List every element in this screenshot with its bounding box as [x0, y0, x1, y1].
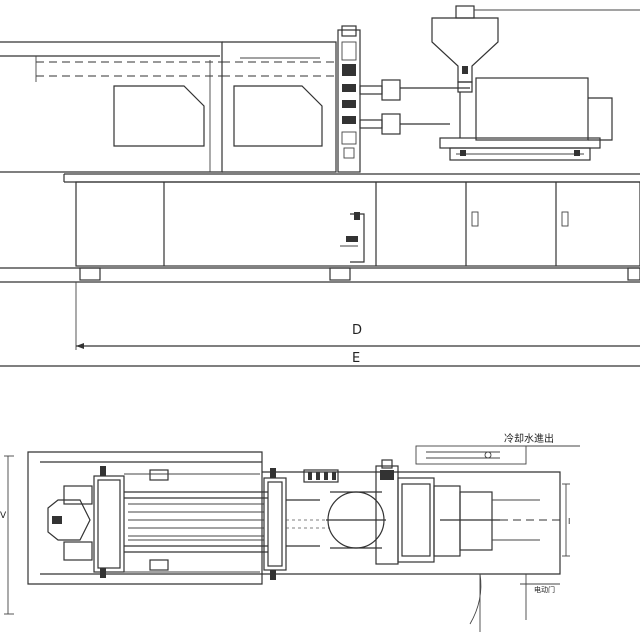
left-dimension-label: V — [0, 511, 7, 521]
dimension-d-label: D — [352, 323, 362, 338]
valve-bank — [303, 469, 339, 483]
hopper-top — [326, 491, 386, 549]
machine-base — [0, 173, 640, 283]
cooling-water-lines: 冷却水進出 — [415, 432, 580, 465]
moving-platen — [263, 468, 330, 580]
top-outline: V — [0, 451, 561, 615]
bottom-note-label: 电动门 — [534, 585, 555, 594]
right-small-label: I — [568, 517, 570, 526]
injection-unit — [431, 5, 640, 161]
door-swing: 电动门 — [469, 573, 560, 632]
injection-unit-top — [375, 459, 560, 565]
clamping-unit — [0, 41, 337, 173]
dimension-e-label: E — [352, 351, 360, 366]
clamp-window-right — [233, 85, 323, 147]
top-view: V — [0, 432, 580, 632]
dimension-lines: D E — [0, 282, 640, 367]
right-dimension: I — [562, 483, 570, 557]
cooling-water-label: 冷却水進出 — [504, 432, 554, 445]
side-view: D E — [0, 5, 640, 367]
control-panel — [337, 25, 361, 173]
rear-platen — [47, 466, 125, 578]
injection-rods — [359, 79, 470, 135]
tie-bars — [124, 469, 268, 573]
clamp-window-left — [113, 85, 205, 147]
